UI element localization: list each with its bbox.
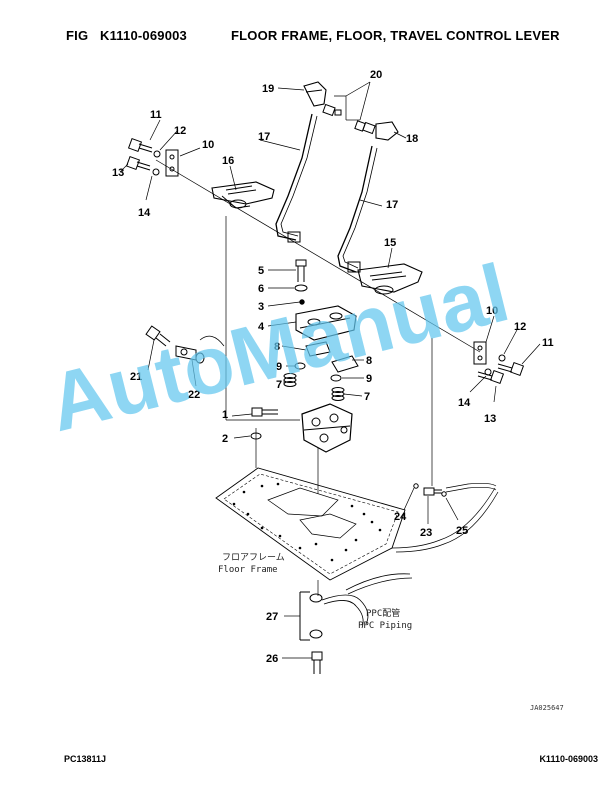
nut-9-left <box>294 362 306 370</box>
floor-frame-label-jp: フロアフレーム <box>222 552 285 563</box>
travel-lever-knob-18 <box>375 121 399 141</box>
travel-lever-17-right <box>337 145 378 273</box>
callout-10-right: 10 <box>486 305 498 317</box>
callout-9-left: 9 <box>276 361 282 373</box>
nut-20-right <box>354 120 376 135</box>
o-ring-25 <box>441 491 447 497</box>
bracket-10-left <box>165 149 179 177</box>
footer-model-code: PC13811J <box>64 754 107 764</box>
callout-26: 26 <box>266 653 278 665</box>
plate-8-right <box>331 355 359 373</box>
spring-7-right <box>331 387 345 401</box>
fig-number: K1110-069003 <box>100 28 187 43</box>
plate-8-left <box>305 341 331 357</box>
callout-23: 23 <box>420 527 432 539</box>
ppc-valve <box>301 403 353 453</box>
callout-8-right: 8 <box>366 355 372 367</box>
callout-1: 1 <box>222 409 228 421</box>
guide-lines <box>155 159 481 596</box>
bolt-13-left <box>125 155 151 171</box>
washer-12-right <box>498 354 506 362</box>
pedal-15 <box>357 263 423 295</box>
callout-19: 19 <box>262 83 274 95</box>
washer-14-right <box>484 368 492 376</box>
callout-16: 16 <box>222 155 234 167</box>
callout-27: 27 <box>266 611 278 623</box>
callout-24: 24 <box>394 511 407 523</box>
callout-25: 25 <box>456 525 468 537</box>
callout-11-left: 11 <box>150 109 162 121</box>
travel-lever-17-left <box>275 113 318 243</box>
floor-frame-plate <box>215 467 499 581</box>
cover-4 <box>295 305 357 341</box>
footer-fig-number: K1110-069003 <box>539 754 598 764</box>
callout-13-right: 13 <box>484 413 496 425</box>
callout-2: 2 <box>222 433 228 445</box>
bolt-21 <box>145 325 171 347</box>
pedal-16 <box>211 181 275 209</box>
travel-lever-knob-19 <box>303 81 327 107</box>
drawing-code: JA025647 <box>530 704 564 712</box>
spring-7-left <box>283 373 297 387</box>
callout-11-right: 11 <box>542 337 554 349</box>
fig-label: FIG <box>66 28 89 43</box>
bracket-10-right <box>473 341 487 365</box>
callout-numbers: 1 2 3 4 5 6 7 7 8 8 9 9 10 10 11 11 12 1… <box>112 69 554 665</box>
ppc-piping-label-en: PPC Piping <box>358 621 412 631</box>
nut-20-left <box>322 103 342 117</box>
bolt-11-left <box>127 137 153 153</box>
callout-8-left: 8 <box>274 341 280 353</box>
elbow-23 <box>423 487 442 496</box>
callout-leaders <box>119 87 541 659</box>
callout-10-left: 10 <box>202 139 214 151</box>
callout-20: 20 <box>370 69 382 81</box>
callout-22: 22 <box>188 389 200 401</box>
callout-6: 6 <box>258 283 264 295</box>
washer-6 <box>294 284 308 292</box>
callout-18: 18 <box>406 133 418 145</box>
bolt-13-right <box>477 369 505 385</box>
area-labels: フロアフレーム Floor Frame PPC配管 PPC Piping <box>218 552 412 631</box>
callout-12-left: 12 <box>174 125 186 137</box>
washer-2 <box>250 432 262 440</box>
callout-21: 21 <box>130 371 142 383</box>
fig-title: FLOOR FRAME, FLOOR, TRAVEL CONTROL LEVER <box>231 28 560 43</box>
callout-4: 4 <box>258 321 265 333</box>
callout-5: 5 <box>258 265 264 277</box>
callout-17-left: 17 <box>258 131 270 143</box>
washer-14-left <box>152 168 160 176</box>
callout-3: 3 <box>258 301 264 313</box>
bolt-1 <box>251 407 278 417</box>
ppc-piping-hoses <box>321 573 413 629</box>
bolt-26 <box>311 651 323 674</box>
callout-15: 15 <box>384 237 396 249</box>
ppc-piping-label-jp: PPC配管 <box>366 607 400 619</box>
washer-12-left <box>153 150 161 158</box>
callout-7-left: 7 <box>276 379 282 391</box>
block-27 <box>299 591 323 641</box>
nut-9-right <box>330 374 342 382</box>
bolt-11-right <box>497 361 525 377</box>
ball-3 <box>299 299 305 305</box>
floor-frame-label-en: Floor Frame <box>218 565 278 575</box>
callout-12-right: 12 <box>514 321 526 333</box>
callout-14-right: 14 <box>458 397 471 409</box>
callout-17-right: 17 <box>386 199 398 211</box>
callout-13-left: 13 <box>112 167 124 179</box>
callout-9-right: 9 <box>366 373 372 385</box>
o-ring-24 <box>413 483 419 489</box>
callout-7-right: 7 <box>364 391 370 403</box>
bracket-22 <box>175 335 225 364</box>
bolt-5 <box>295 259 307 282</box>
callout-14-left: 14 <box>138 207 151 219</box>
